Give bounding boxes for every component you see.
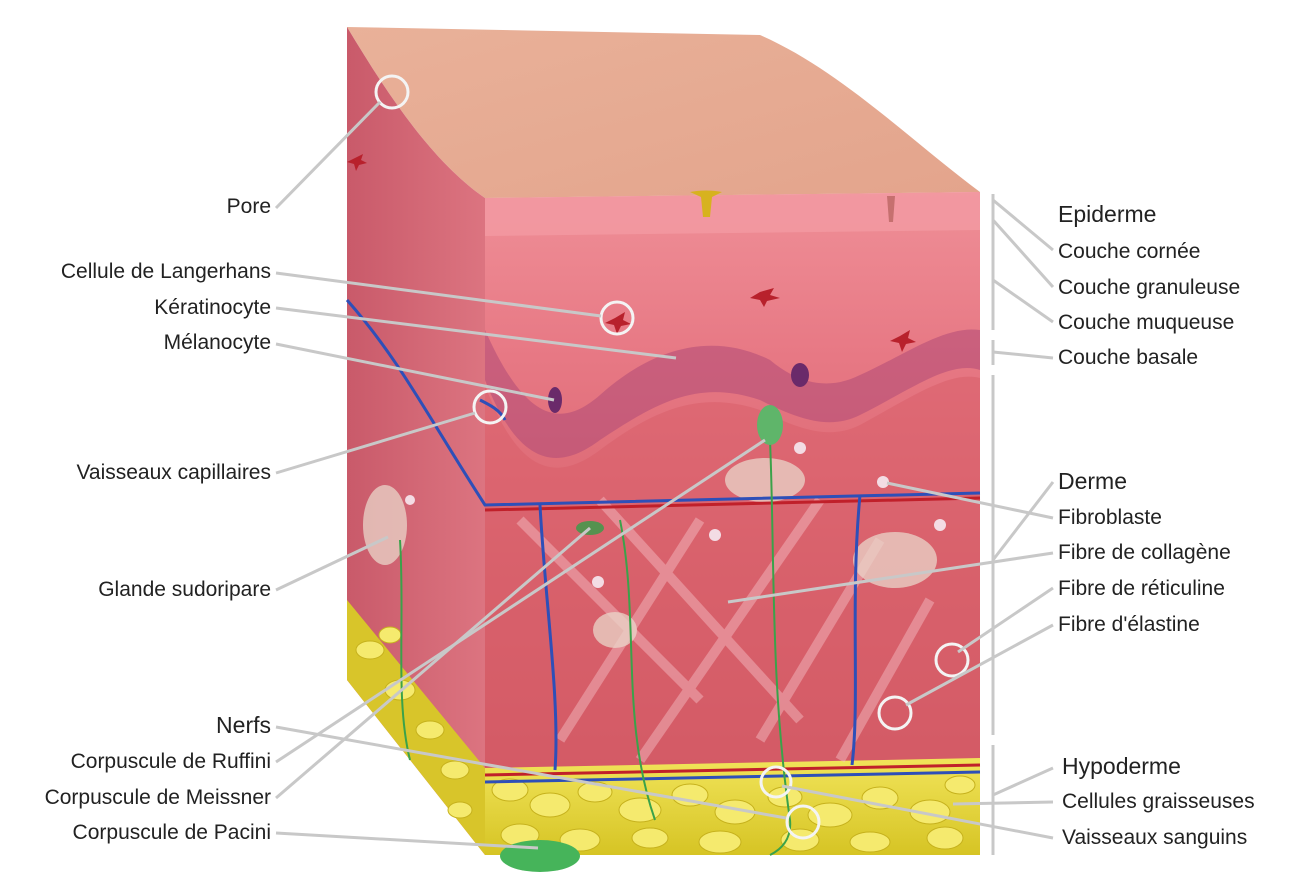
label-elastine: Fibre d'élastine xyxy=(1058,613,1200,636)
label-muqueuse: Couche muqueuse xyxy=(1058,311,1235,334)
label-langerhans: Cellule de Langerhans xyxy=(60,260,271,283)
highlight-elastine xyxy=(877,695,913,731)
highlight-fat xyxy=(759,765,793,799)
label-fibroblaste: Fibroblaste xyxy=(1058,506,1162,529)
highlight-reticuline xyxy=(934,642,970,678)
pore-opening xyxy=(887,196,895,222)
label-graisseuses: Cellules graisseuses xyxy=(1062,790,1255,813)
skin-block xyxy=(345,27,981,872)
pore-opening xyxy=(690,190,722,217)
label-derme: Derme xyxy=(1058,468,1128,494)
stratum-corneum xyxy=(485,192,980,236)
nerves xyxy=(399,439,792,856)
blood-vessels xyxy=(345,299,981,784)
label-reticuline: Fibre de réticuline xyxy=(1058,577,1225,600)
label-pacini: Corpuscule de Pacini xyxy=(72,821,271,844)
highlight-langerhans xyxy=(599,300,635,336)
label-vaisseaux: Vaisseaux sanguins xyxy=(1062,826,1248,849)
label-basale: Couche basale xyxy=(1058,346,1199,369)
label-cornee: Couche cornée xyxy=(1058,240,1201,263)
label-melanocyte: Mélanocyte xyxy=(163,331,271,354)
pacini-corpuscle xyxy=(500,840,580,872)
label-epiderme: Epiderme xyxy=(1058,201,1157,227)
melanocyte xyxy=(791,363,809,387)
label-sudoripare: Glande sudoripare xyxy=(98,578,271,601)
melanocyte xyxy=(548,387,562,413)
skin-surface xyxy=(347,27,980,198)
label-granuleuse: Couche granuleuse xyxy=(1058,276,1241,299)
label-keratinocyte: Kératinocyte xyxy=(154,296,271,319)
highlight-capillaries xyxy=(472,389,508,425)
highlight-nerves xyxy=(785,804,821,840)
leader-lines xyxy=(274,100,1055,855)
label-pore: Pore xyxy=(226,195,271,218)
highlight-pore xyxy=(374,74,410,110)
label-meissner: Corpuscule de Meissner xyxy=(44,786,271,809)
meissner-corpuscle xyxy=(757,405,783,445)
label-nerfs: Nerfs xyxy=(216,712,271,738)
label-hypoderme: Hypoderme xyxy=(1062,753,1181,779)
dermal-papillae xyxy=(485,329,980,458)
highlight-circles xyxy=(374,74,970,840)
label-collagene: Fibre de collagène xyxy=(1058,541,1231,564)
label-ruffini: Corpuscule de Ruffini xyxy=(70,750,271,773)
langerhans-cells xyxy=(347,154,916,352)
fibroblasts xyxy=(405,442,946,588)
label-capillaires: Vaisseaux capillaires xyxy=(76,461,271,484)
